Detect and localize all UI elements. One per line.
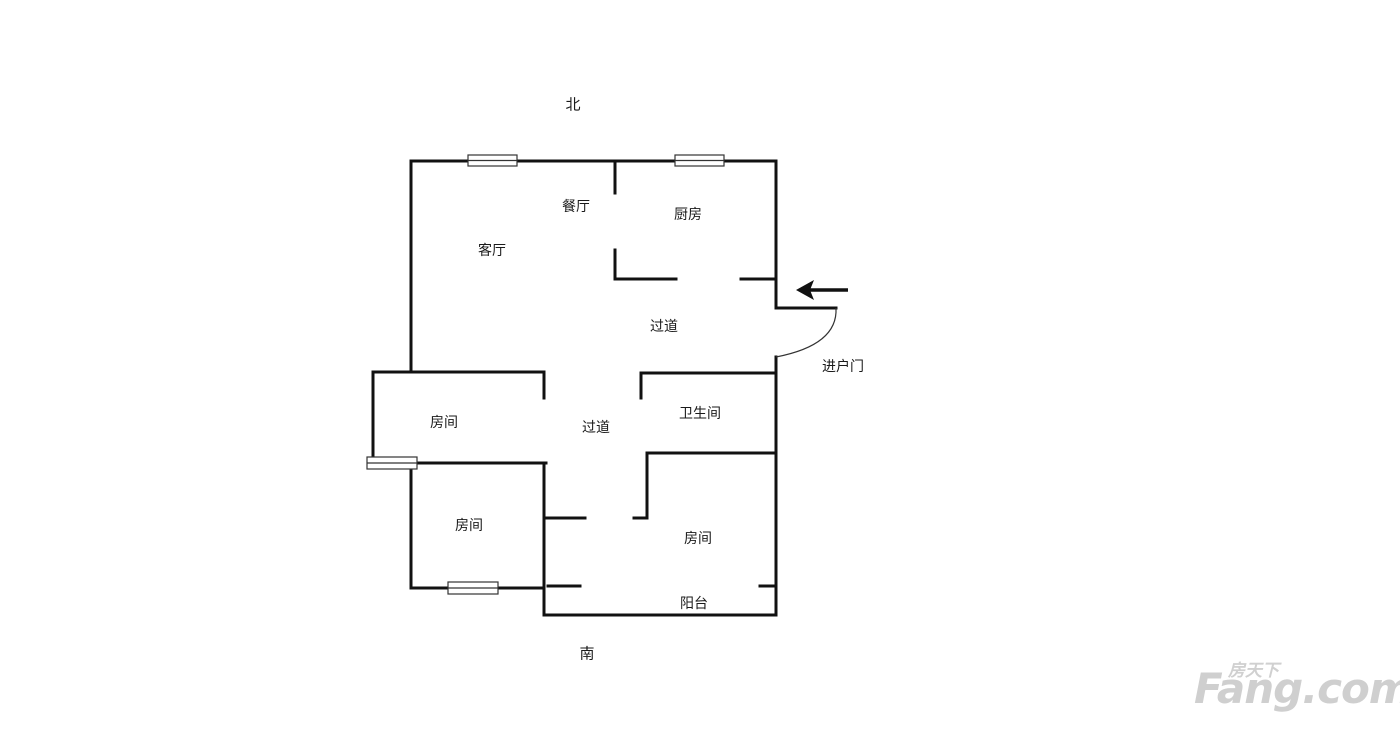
living-room-label: 客厅 [478,243,506,259]
dining-room-label: 餐厅 [562,199,590,215]
entrance-door-label: 进户门 [822,359,864,375]
bedroom-southwest-label: 房间 [455,518,483,534]
window-kitchen-north [674,154,725,167]
windows [366,154,725,595]
watermark-big-text: Fang.com [1194,664,1400,713]
balcony-label: 阳台 [680,596,708,612]
window-west-bedroom [366,456,418,470]
entrance-arrow-icon [796,280,848,300]
fang-watermark-logo: 房天下 Fang.com [1194,656,1400,716]
south-label: 南 [579,644,595,663]
watermark-small-text: 房天下 [1228,661,1279,681]
hallway-lower-label: 过道 [582,420,610,436]
bedroom-south-label: 房间 [684,531,712,547]
north-label: 北 [565,95,581,114]
window-living-north [467,154,518,167]
hallway-upper-label: 过道 [650,319,678,335]
window-sw-bedroom-south [447,581,499,595]
bathroom-label: 卫生间 [679,406,721,422]
walls [371,159,838,617]
bedroom-west-label: 房间 [430,415,458,431]
kitchen-label: 厨房 [674,207,702,223]
door-swing-arc [775,307,837,358]
